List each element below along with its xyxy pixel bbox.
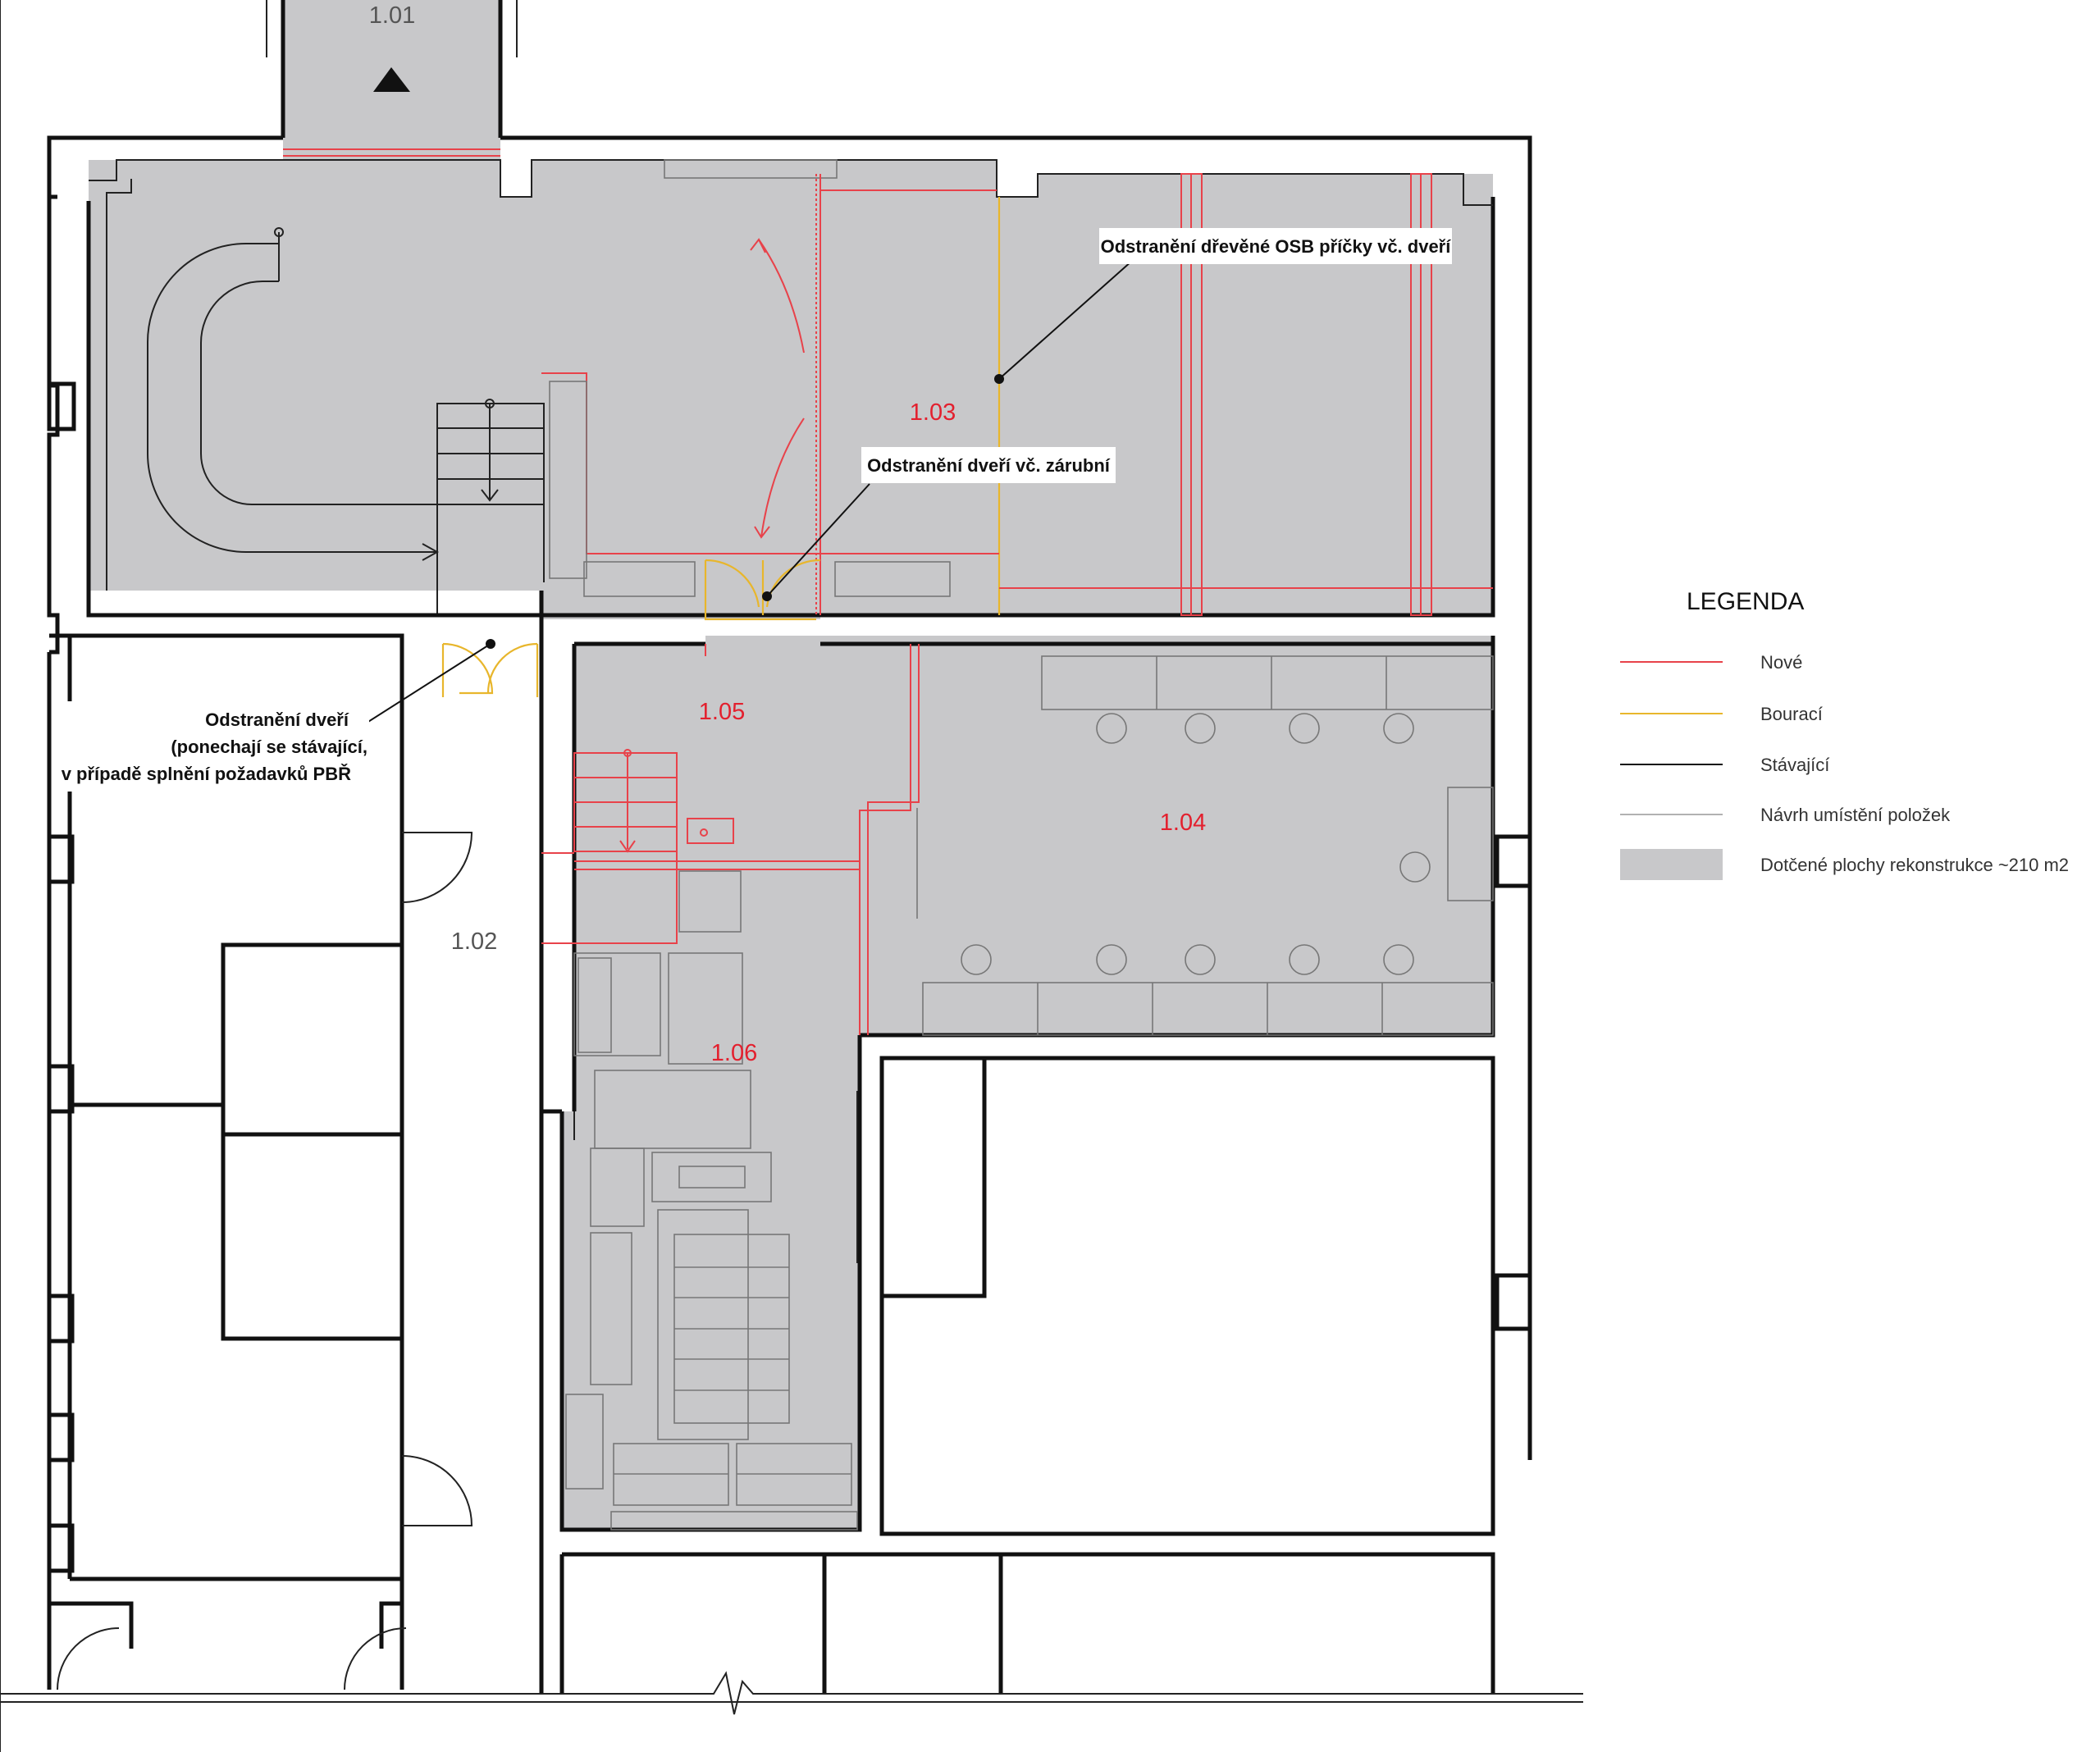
- room-label-103: 1.03: [910, 399, 956, 426]
- room-105-106-items: [541, 644, 920, 1531]
- legend-title: LEGENDA: [1687, 588, 1804, 615]
- legend-label-items: Návrh umístění položek: [1760, 805, 1951, 825]
- legend-label-area: Dotčené plochy rekonstrukce ~210 m2: [1760, 855, 2069, 875]
- existing-walls: [0, 0, 1583, 1752]
- legend-label-demolition: Bourací: [1760, 704, 1823, 724]
- legend-swatch-area: [1620, 849, 1723, 880]
- entrance-arrow-icon: [373, 67, 410, 92]
- legend-label-existing: Stávající: [1760, 755, 1829, 775]
- room-label-104: 1.04: [1160, 810, 1206, 836]
- callout-door-frame: Odstranění dveří vč. zárubní: [762, 447, 1116, 601]
- room-label-101: 1.01: [369, 2, 415, 29]
- callout-osb-text: Odstranění dřevěné OSB příčky vč. dveří: [1101, 236, 1452, 257]
- callout-doors-line1: Odstranění dveří: [205, 709, 349, 730]
- room-103-items: [283, 148, 1493, 621]
- wall-piers: [47, 381, 1532, 1573]
- corridor-door-removal: [441, 642, 539, 697]
- callout-doors-line3: v případě splnění požadavků PBŘ: [62, 764, 351, 784]
- callout-osb-partition: Odstranění dřevěné OSB příčky vč. dveří: [994, 228, 1452, 384]
- room-label-105: 1.05: [699, 699, 745, 725]
- room-104-items: [856, 655, 1494, 1263]
- room-label-106: 1.06: [711, 1040, 757, 1066]
- callout-doors-removal: Odstranění dveří (ponechají se stávající…: [62, 639, 495, 792]
- callout-doors-line2: (ponechají se stávající,: [171, 737, 368, 757]
- left-rooms: [70, 942, 404, 1341]
- ramp-and-stairs: [147, 227, 545, 615]
- callout-frame-text: Odstranění dveří vč. zárubní: [867, 455, 1111, 476]
- legend: LEGENDA Nové Bourací Stávající Návrh umí…: [1620, 588, 2069, 880]
- legend-label-new: Nové: [1760, 652, 1802, 673]
- existing-doors: [57, 832, 473, 1690]
- room-label-102: 1.02: [451, 928, 497, 955]
